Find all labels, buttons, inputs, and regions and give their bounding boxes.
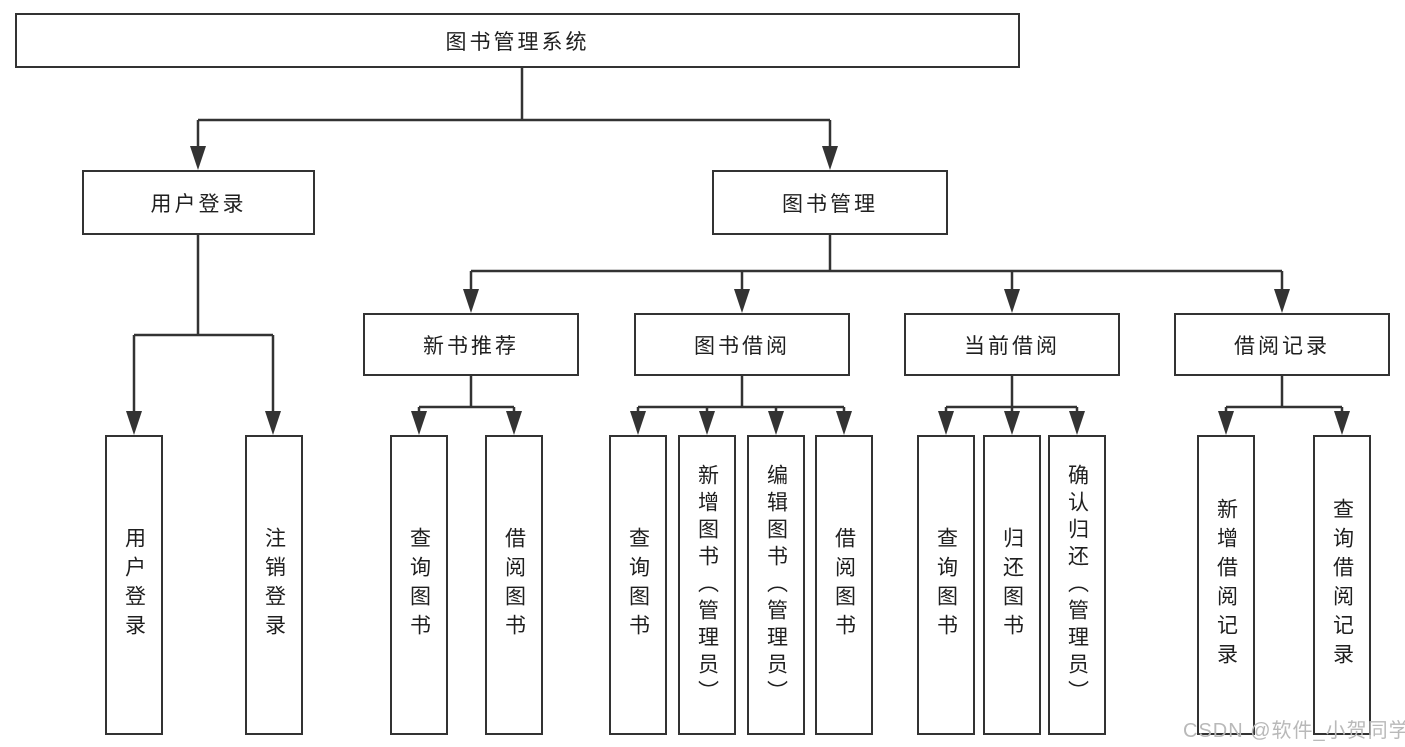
node-new-book-recommend: 新书推荐	[363, 313, 579, 376]
leaf-recommend-query-book: 查询图书	[390, 435, 448, 735]
leaf-records-add-record: 新增借阅记录	[1197, 435, 1255, 735]
csdn-watermark: CSDN @软件_小贺同学	[1183, 720, 1405, 742]
node-book-management: 图书管理	[712, 170, 948, 235]
leaf-borrow-query-book: 查询图书	[609, 435, 667, 735]
leaf-borrow-borrow-book: 借阅图书	[815, 435, 873, 735]
leaf-borrow-edit-book-admin: 编辑图书（管理员）	[747, 435, 805, 735]
leaf-logout: 注销登录	[245, 435, 303, 735]
node-root: 图书管理系统	[15, 13, 1020, 68]
leaf-current-query-book: 查询图书	[917, 435, 975, 735]
leaf-user-login: 用户登录	[105, 435, 163, 735]
leaf-borrow-add-book-admin: 新增图书（管理员）	[678, 435, 736, 735]
node-current-borrow: 当前借阅	[904, 313, 1120, 376]
leaf-current-return-book: 归还图书	[983, 435, 1041, 735]
node-book-borrow: 图书借阅	[634, 313, 850, 376]
leaf-current-confirm-return-admin: 确认归还（管理员）	[1048, 435, 1106, 735]
leaf-records-query-record: 查询借阅记录	[1313, 435, 1371, 735]
node-borrow-records: 借阅记录	[1174, 313, 1390, 376]
node-user-login: 用户登录	[82, 170, 315, 235]
leaf-recommend-borrow-book: 借阅图书	[485, 435, 543, 735]
